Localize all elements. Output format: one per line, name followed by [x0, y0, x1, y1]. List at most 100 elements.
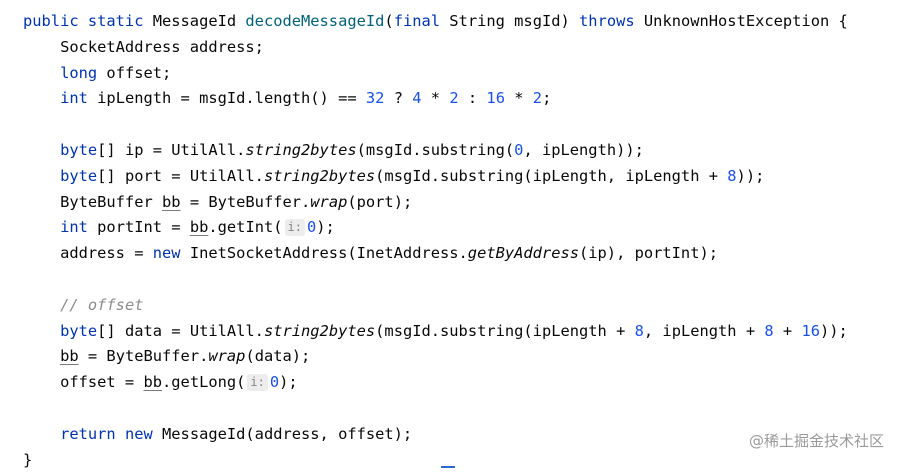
- code-token: .getLong(: [162, 373, 246, 392]
- code-token: (msgId.substring(ipLength +: [375, 321, 635, 340]
- code-line[interactable]: SocketAddress address;: [23, 35, 898, 61]
- code-token: [] ip = UtilAll.: [97, 140, 246, 159]
- number-literal: 4: [412, 89, 422, 108]
- code-token: [23, 322, 60, 340]
- static-method-call: string2bytes: [263, 166, 376, 185]
- code-token: MessageId(address, offset);: [162, 424, 413, 443]
- keyword-token: byte: [60, 166, 98, 185]
- parameter-hint: i:: [284, 219, 305, 237]
- method-name: decodeMessageId: [245, 12, 385, 30]
- keyword-token: return new: [60, 424, 163, 443]
- code-line[interactable]: [23, 267, 898, 293]
- reassigned-variable: bb: [189, 218, 209, 237]
- text-caret: [441, 466, 455, 468]
- keyword-token: int: [60, 89, 98, 108]
- number-literal: 0: [306, 218, 317, 237]
- code-line[interactable]: byte[] ip = UtilAll.string2bytes(msgId.s…: [23, 138, 898, 164]
- static-method-call: string2bytes: [245, 140, 357, 159]
- code-token: (msgId.substring(ipLength, ipLength +: [375, 166, 728, 185]
- code-token: ;: [542, 89, 552, 108]
- number-literal: 8: [727, 166, 737, 185]
- code-token: ?: [384, 89, 413, 108]
- code-token: );: [316, 218, 335, 237]
- code-comment: // offset: [60, 295, 144, 314]
- keyword-token: byte: [60, 140, 98, 159]
- number-literal: 0: [269, 373, 280, 392]
- code-token: +: [773, 321, 802, 340]
- keyword-token: new: [152, 244, 190, 263]
- code-token: UnknownHostException {: [643, 12, 848, 30]
- code-token: *: [421, 89, 450, 108]
- code-line[interactable]: bb = ByteBuffer.wrap(data);: [23, 344, 898, 370]
- code-token: InetSocketAddress(InetAddress.: [189, 244, 468, 263]
- number-literal: 0: [514, 140, 524, 159]
- code-line[interactable]: }: [23, 448, 898, 473]
- code-token: (port);: [347, 192, 413, 211]
- reassigned-variable: bb: [143, 373, 163, 392]
- code-line[interactable]: long offset;: [23, 61, 898, 87]
- code-token: [] data = UtilAll.: [97, 321, 264, 340]
- code-token: String msgId): [449, 12, 580, 30]
- code-token: [23, 89, 60, 107]
- code-token: ));: [736, 166, 765, 185]
- keyword-token: long: [60, 63, 107, 82]
- code-token: .getInt(: [208, 218, 283, 237]
- code-area[interactable]: public static MessageId decodeMessageId(…: [23, 9, 898, 473]
- static-method-call: wrap: [310, 192, 348, 211]
- number-literal: 32: [365, 89, 385, 108]
- keyword-token: public static: [23, 12, 153, 30]
- code-token: [23, 218, 60, 236]
- code-token: ));: [820, 321, 848, 340]
- code-line[interactable]: [23, 396, 898, 422]
- code-token: }: [23, 450, 33, 469]
- code-token: (data);: [245, 347, 311, 366]
- code-token: [23, 167, 60, 185]
- code-line[interactable]: // offset: [23, 293, 898, 319]
- code-line[interactable]: address = new InetSocketAddress(InetAddr…: [23, 241, 898, 267]
- code-token: ByteBuffer: [23, 192, 162, 211]
- code-token: ipLength = msgId.length() ==: [97, 89, 366, 108]
- code-line[interactable]: byte[] port = UtilAll.string2bytes(msgId…: [23, 164, 898, 190]
- code-token: , ipLength));: [523, 140, 644, 159]
- code-line[interactable]: public static MessageId decodeMessageId(…: [23, 9, 898, 35]
- site-watermark: @稀土掘金技术社区: [748, 432, 884, 450]
- code-line[interactable]: int ipLength = msgId.length() == 32 ? 4 …: [23, 86, 898, 112]
- code-token: (msgId.substring(: [356, 140, 515, 159]
- keyword-token: final: [393, 12, 450, 30]
- keyword-token: byte: [60, 321, 98, 340]
- reassigned-variable: bb: [162, 192, 181, 211]
- code-token: [23, 425, 60, 443]
- parameter-hint: i:: [247, 374, 268, 392]
- code-token: );: [279, 373, 298, 392]
- static-method-call: getByAddress: [467, 244, 579, 263]
- code-token: , ipLength +: [643, 321, 765, 340]
- code-token: (: [384, 12, 394, 30]
- code-token: address =: [23, 244, 153, 263]
- static-method-call: string2bytes: [263, 321, 376, 340]
- code-line[interactable]: [23, 112, 898, 138]
- code-line[interactable]: int portInt = bb.getInt(i:0);: [23, 215, 898, 241]
- code-line[interactable]: byte[] data = UtilAll.string2bytes(msgId…: [23, 319, 898, 345]
- code-token: [23, 64, 60, 82]
- reassigned-variable: bb: [60, 347, 79, 366]
- code-token: = ByteBuffer.: [78, 347, 209, 366]
- keyword-token: int: [60, 218, 98, 237]
- code-token: :: [458, 89, 487, 108]
- number-literal: 16: [486, 89, 505, 108]
- code-line[interactable]: return new MessageId(address, offset);: [23, 422, 898, 448]
- code-line[interactable]: offset = bb.getLong(i:0);: [23, 370, 898, 396]
- code-token: SocketAddress address;: [23, 37, 264, 56]
- code-token: (ip), portInt);: [579, 244, 718, 263]
- code-token: offset =: [23, 373, 144, 392]
- code-token: *: [504, 89, 533, 108]
- number-literal: 8: [634, 321, 644, 340]
- code-token: [23, 141, 60, 159]
- code-token: MessageId: [152, 12, 246, 30]
- code-token: [23, 347, 60, 365]
- code-token: [] port = UtilAll.: [97, 166, 264, 185]
- code-line[interactable]: ByteBuffer bb = ByteBuffer.wrap(port);: [23, 190, 898, 216]
- keyword-token: throws: [579, 12, 644, 30]
- code-token: offset;: [106, 63, 172, 82]
- number-literal: 2: [532, 89, 543, 108]
